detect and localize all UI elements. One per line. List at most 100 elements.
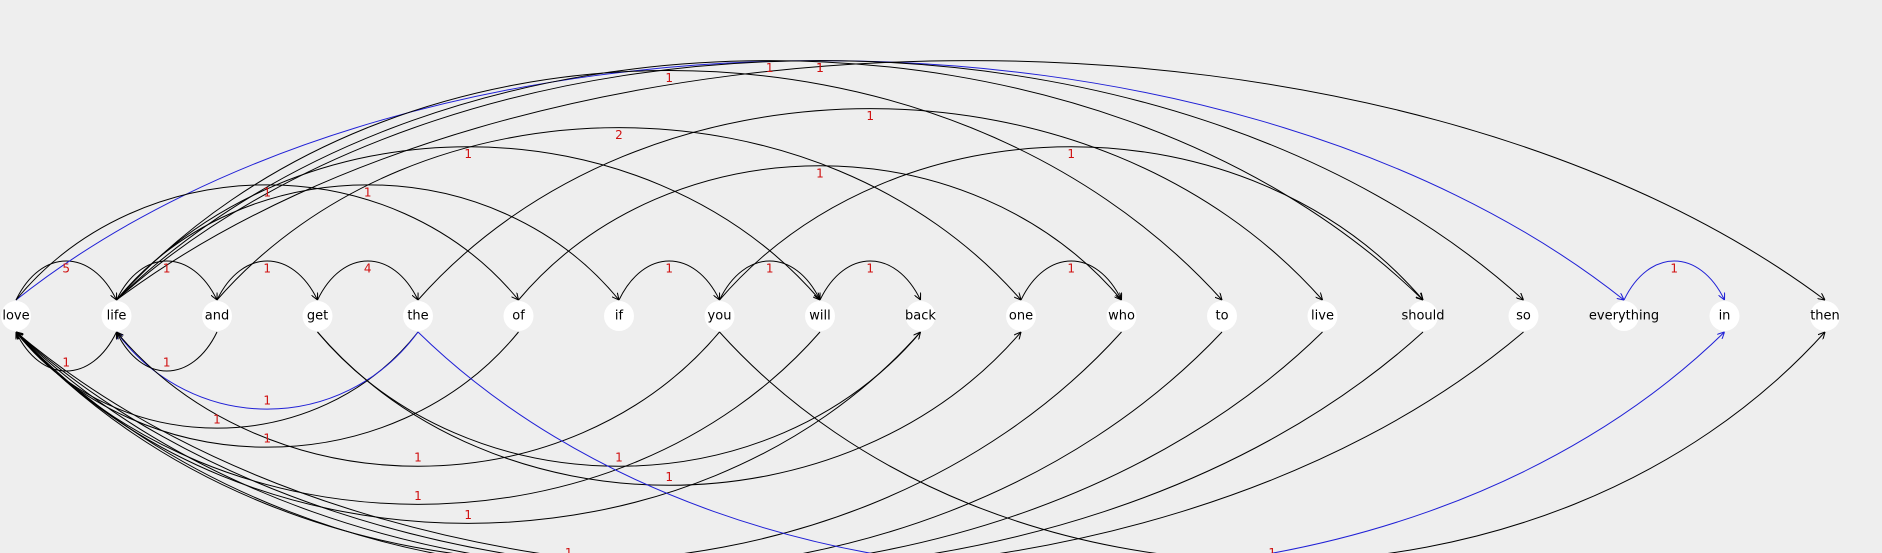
edge-weight-label: 1 [464,147,472,161]
node-circle[interactable] [503,301,534,331]
edge-weight-label: 1 [414,451,422,465]
edge-and-life [117,332,218,372]
edge-weight-label: 1 [665,71,673,85]
node-live[interactable]: live [1307,301,1338,331]
edge-the-in [417,332,1725,553]
edge-weight-label: 1 [816,166,824,180]
node-circle[interactable] [1006,301,1036,331]
edge-one-who [1020,260,1122,300]
edge-weight-label: 4 [364,262,372,276]
edge-who-love [16,332,1122,553]
node-love[interactable]: love [1,301,31,331]
edge-of-love [16,332,519,448]
node-back[interactable]: back [905,301,936,331]
edge-weight-label: 1 [364,185,372,199]
node-will[interactable]: will [805,301,835,331]
edge-weight-layer: 5114111111111112111111111111111111111 [62,61,1678,553]
edge-everything-in [1623,260,1725,300]
node-if[interactable]: if [604,301,634,331]
node-circle[interactable] [805,301,835,331]
edge-layer [16,60,1826,553]
node-should[interactable]: should [1401,301,1445,331]
node-circle[interactable] [403,301,433,331]
edge-weight-label: 1 [464,508,472,522]
node-label: to [1215,309,1228,324]
edge-weight-label: 2 [615,128,623,142]
edge-weight-label: 1 [665,470,673,484]
node-circle[interactable] [101,301,132,331]
edge-weight-label: 1 [414,489,422,503]
node-label: everything [1589,309,1659,324]
node-label: the [407,309,428,324]
edge-you-should [719,146,1424,300]
node-circle[interactable] [604,301,634,331]
node-life[interactable]: life [101,301,132,331]
node-circle[interactable] [1,301,31,331]
node-and[interactable]: and [202,301,232,331]
node-circle[interactable] [905,301,936,331]
edge-life-love [16,332,117,372]
node-label: get [307,309,328,324]
edge-weight-label: 1 [1670,262,1678,276]
edge-weight-label: 1 [163,355,171,369]
node-label: then [1810,309,1840,324]
edge-you-will [719,260,821,300]
edge-weight-label: 1 [1067,262,1075,276]
node-get[interactable]: get [302,301,333,331]
node-one[interactable]: one [1006,301,1036,331]
node-circle[interactable] [1307,301,1338,331]
edge-should-love [16,332,1424,553]
edge-you-life [117,332,720,467]
edge-you-then [719,332,1826,553]
node-of[interactable]: of [503,301,534,331]
node-the[interactable]: the [403,301,433,331]
node-label: of [512,309,525,324]
edge-get-the [317,260,419,300]
node-circle[interactable] [1709,301,1740,331]
node-circle[interactable] [302,301,333,331]
node-label: back [905,309,936,324]
node-to[interactable]: to [1207,301,1237,331]
node-label: one [1009,309,1033,324]
node-label: should [1401,309,1444,324]
node-circle[interactable] [1207,301,1237,331]
node-circle[interactable] [1810,301,1840,331]
edge-get-one [317,332,1022,486]
edge-life-so [116,60,1524,300]
edge-the-live [417,108,1323,300]
edge-and-get [216,260,318,300]
edge-weight-label: 1 [565,546,573,553]
node-everything[interactable]: everything [1589,301,1659,331]
edge-weight-label: 1 [213,413,221,427]
node-label: you [708,309,732,324]
node-you[interactable]: you [704,301,735,331]
node-circle[interactable] [1106,301,1137,331]
node-in[interactable]: in [1709,301,1740,331]
edge-get-back [317,332,921,467]
edge-and-one [216,127,1021,300]
edge-life-to [116,70,1223,300]
edge-weight-label: 1 [1067,147,1075,161]
edge-weight-label: 1 [163,262,171,276]
node-circle[interactable] [202,301,232,331]
edge-weight-label: 1 [816,61,824,75]
edge-weight-label: 1 [615,451,623,465]
node-so[interactable]: so [1508,301,1539,331]
node-label: so [1516,309,1531,324]
node-circle[interactable] [1408,301,1438,331]
edge-weight-label: 1 [263,394,271,408]
edge-will-love [16,332,821,505]
node-then[interactable]: then [1810,301,1840,331]
node-circle[interactable] [704,301,735,331]
edge-weight-label: 1 [665,262,673,276]
node-circle[interactable] [1508,301,1539,331]
node-who[interactable]: who [1106,301,1137,331]
node-label: live [1311,309,1334,324]
edge-if-you [618,260,720,300]
node-circle[interactable] [1609,301,1639,331]
edge-weight-label: 1 [766,61,774,75]
edge-life-if [116,184,620,300]
node-label: love [2,309,29,324]
edge-weight-label: 1 [263,262,271,276]
